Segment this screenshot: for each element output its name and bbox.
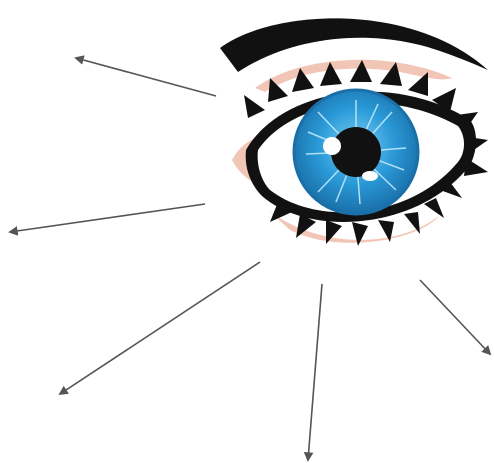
arrow-bottom bbox=[308, 284, 322, 460]
arrow-lower-left bbox=[60, 262, 260, 394]
eye-icon bbox=[220, 18, 488, 246]
eye-highlight-large bbox=[323, 137, 341, 155]
arrow-upper-left bbox=[76, 58, 216, 96]
arrow-lower-right bbox=[420, 280, 490, 354]
arrow-left bbox=[10, 204, 205, 232]
eye-highlight-small bbox=[362, 171, 378, 181]
